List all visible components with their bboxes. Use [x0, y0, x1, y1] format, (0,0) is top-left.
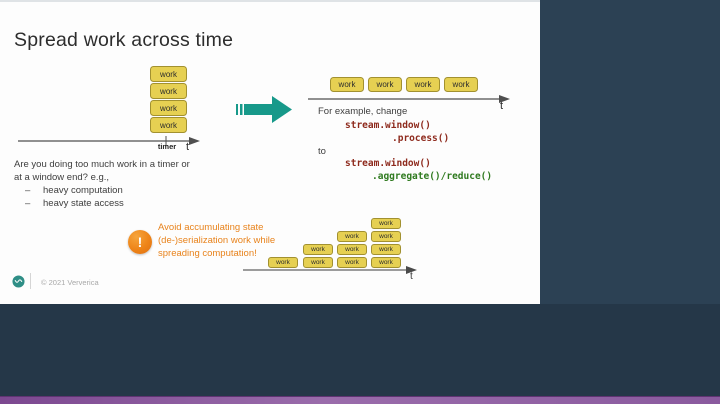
right-axis-t-label: t	[500, 100, 504, 112]
bullet-item: – heavy computation	[14, 184, 190, 197]
slide-title: Spread work across time	[14, 29, 234, 52]
work-box-label: work	[160, 69, 177, 79]
left-axis-t-label: t	[186, 141, 190, 153]
work-box: work	[368, 77, 402, 92]
bullet-dash: –	[25, 198, 31, 209]
copyright-text: © 2021 Ververica	[41, 278, 99, 287]
work-box-label: work	[338, 80, 356, 89]
left-timeline-axis	[18, 136, 200, 146]
question-text: Are you doing too much work in a timer o…	[14, 158, 190, 210]
code-after-line1: stream.window()	[345, 158, 431, 169]
work-box-label: work	[379, 246, 393, 253]
work-box: work	[330, 77, 364, 92]
work-box-label: work	[379, 220, 393, 227]
work-box-label: work	[414, 80, 432, 89]
work-box: work	[337, 231, 367, 242]
work-box: work	[150, 66, 187, 82]
copyright-divider	[30, 273, 31, 289]
staircase-timeline-axis	[243, 266, 417, 274]
code-intro-text: For example, change	[318, 106, 408, 117]
work-box-label: work	[160, 120, 177, 130]
work-box-label: work	[276, 259, 290, 266]
work-box: work	[371, 257, 401, 268]
work-box: work	[303, 257, 333, 268]
work-box: work	[268, 257, 298, 268]
warning-text: Avoid accumulating state (de-)serializat…	[158, 221, 275, 260]
work-box: work	[371, 244, 401, 255]
warning-icon: !	[128, 230, 152, 254]
work-box-label: work	[379, 233, 393, 240]
slide-top-border	[0, 0, 540, 2]
work-box: work	[337, 244, 367, 255]
work-box: work	[371, 231, 401, 242]
work-box-label: work	[311, 259, 325, 266]
code-before-line2: .process()	[392, 133, 450, 144]
work-box-label: work	[345, 246, 359, 253]
staircase-axis-t-label: t	[410, 271, 413, 282]
warning-line1: Avoid accumulating state	[158, 222, 264, 233]
bullet-dash: –	[25, 185, 31, 196]
timer-label: timer	[157, 142, 177, 151]
question-line1: Are you doing too much work in a timer o…	[14, 159, 190, 170]
code-after-line2: .aggregate()/reduce()	[372, 171, 493, 182]
work-box-label: work	[379, 259, 393, 266]
work-box-label: work	[345, 259, 359, 266]
code-connector-text: to	[318, 146, 326, 157]
work-box-label: work	[160, 86, 177, 96]
work-box: work	[150, 83, 187, 99]
warning-line2: (de-)serialization work while	[158, 235, 276, 246]
conference-sidebar: FLINK FORWARD Global Virtual Conference …	[540, 0, 720, 304]
warning-line3: spreading computation!	[158, 248, 257, 259]
bullet-text: heavy computation	[43, 185, 123, 196]
work-box-label: work	[452, 80, 470, 89]
work-box: work	[303, 244, 333, 255]
work-box: work	[150, 117, 187, 133]
work-box-label: work	[311, 246, 325, 253]
bullet-text: heavy state access	[43, 198, 124, 209]
warning-exclamation: !	[137, 234, 143, 250]
ververica-mini-logo-icon	[12, 275, 25, 288]
work-box: work	[337, 257, 367, 268]
presentation-slide: Spread work across time work work work w…	[0, 0, 540, 289]
work-box: work	[371, 218, 401, 229]
work-box-label: work	[160, 103, 177, 113]
work-box: work	[150, 100, 187, 116]
work-box: work	[444, 77, 478, 92]
transform-arrow-icon	[236, 96, 292, 123]
purple-accent-bar	[0, 396, 720, 404]
footer-bar: Jun Qin Ververica Nico Kruber Ververica …	[0, 304, 720, 396]
question-line2: at a window end? e.g.,	[14, 172, 110, 183]
work-box: work	[406, 77, 440, 92]
code-before-line1: stream.window()	[345, 120, 431, 131]
work-box-label: work	[345, 233, 359, 240]
work-box-label: work	[376, 80, 394, 89]
right-timeline-axis	[308, 95, 510, 103]
bullet-item: – heavy state access	[14, 197, 190, 210]
